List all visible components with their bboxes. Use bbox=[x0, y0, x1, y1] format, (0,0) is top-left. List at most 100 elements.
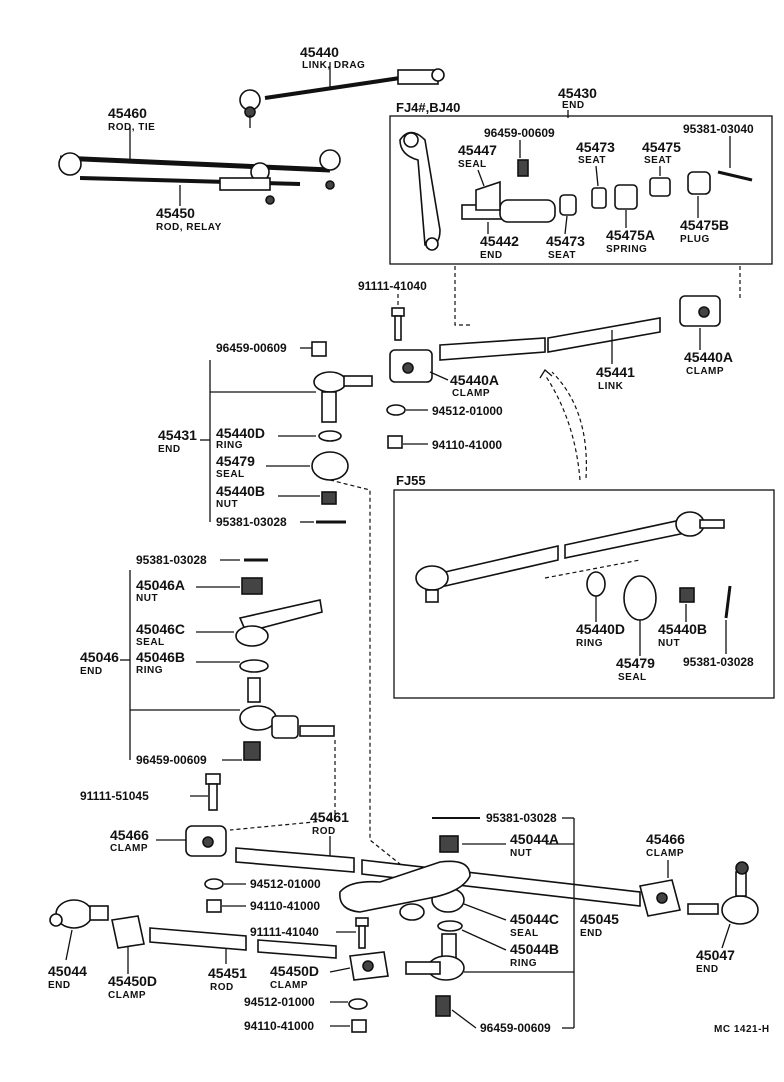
mid-p91111: 91111-41040 bbox=[358, 279, 427, 293]
g45431-p96459: 96459-00609 bbox=[216, 341, 287, 355]
p45047-num: 45047 bbox=[696, 947, 735, 963]
fj55-box bbox=[393, 489, 775, 699]
p45450D-r-num: 45450D bbox=[270, 963, 319, 979]
g45431-p45440D-name: RING bbox=[216, 440, 243, 451]
bottom-nut-seal bbox=[405, 835, 465, 1017]
p45466-r-num: 45466 bbox=[646, 831, 685, 847]
p45440-name: LINK, DRAG bbox=[302, 60, 365, 71]
bottom-bolt-mid bbox=[355, 917, 369, 949]
bot-p96459: 96459-00609 bbox=[480, 1021, 551, 1035]
tie-rod-relay-assembly bbox=[58, 127, 341, 206]
g45046-p45046A-name: NUT bbox=[136, 593, 158, 604]
p45440-num: 45440 bbox=[300, 44, 339, 60]
fj40-p96459: 96459-00609 bbox=[484, 126, 555, 140]
p45466-l-num: 45466 bbox=[110, 827, 149, 843]
p45045-num: 45045 bbox=[580, 911, 619, 927]
fj55-p45440B-num: 45440B bbox=[658, 621, 707, 637]
p45442-name: END bbox=[480, 250, 503, 261]
g45431-p45440B-name: NUT bbox=[216, 499, 238, 510]
end-45047 bbox=[687, 861, 759, 925]
end-45431-parts bbox=[311, 341, 373, 524]
g45431-p45479-name: SEAL bbox=[216, 469, 245, 480]
g45431-p45440D-num: 45440D bbox=[216, 425, 265, 441]
fj55-p45440D-num: 45440D bbox=[576, 621, 625, 637]
p45475A-name: SPRING bbox=[606, 244, 647, 255]
bot-p91111-51045: 91111-51045 bbox=[80, 789, 149, 803]
p45475-name: SEAT bbox=[644, 155, 672, 166]
g45431-p95381: 95381-03028 bbox=[216, 515, 287, 529]
p45045-name: END bbox=[580, 928, 603, 939]
fj55-p45479-num: 45479 bbox=[616, 655, 655, 671]
end-45044-assembly bbox=[49, 899, 389, 981]
p45440A-r-name: CLAMP bbox=[686, 366, 724, 377]
p45451-num: 45451 bbox=[208, 965, 247, 981]
p45461-name: ROD bbox=[312, 826, 336, 837]
p45440A-l-name: CLAMP bbox=[452, 388, 490, 399]
g45046-p45046B-name: RING bbox=[136, 665, 163, 676]
p45447-name: SEAL bbox=[458, 159, 487, 170]
p45044A-name: NUT bbox=[510, 848, 532, 859]
bottom-washer-nut-a bbox=[204, 878, 224, 913]
p45473a-name: SEAT bbox=[578, 155, 606, 166]
footer-code: MC 1421-H bbox=[714, 1024, 770, 1035]
p45044-num: 45044 bbox=[48, 963, 87, 979]
p45450D-l-num: 45450D bbox=[108, 973, 157, 989]
drag-link-assembly bbox=[239, 62, 445, 128]
p45473a-num: 45473 bbox=[576, 139, 615, 155]
g45431-p45479-num: 45479 bbox=[216, 453, 255, 469]
drag-link-rod bbox=[389, 295, 721, 383]
p45440A-r-num: 45440A bbox=[684, 349, 733, 365]
mid-p94110: 94110-41000 bbox=[432, 438, 502, 452]
g45046-num: 45046 bbox=[80, 649, 119, 665]
bottom-washer-nut-b bbox=[348, 998, 368, 1033]
fj40-end-components bbox=[461, 159, 753, 223]
middle-bolt bbox=[391, 307, 405, 341]
fj55-parts bbox=[415, 511, 732, 621]
bellcrank-plate bbox=[339, 860, 471, 921]
bot-p94512-b: 94512-01000 bbox=[244, 995, 315, 1009]
p45450D-l-name: CLAMP bbox=[108, 990, 146, 1001]
fj40-box-title: FJ4#,BJ40 bbox=[396, 100, 460, 115]
g45431-name: END bbox=[158, 444, 181, 455]
bottom-bolt-left bbox=[205, 773, 221, 811]
p45430-name: END bbox=[562, 100, 585, 111]
g45046-p96459: 96459-00609 bbox=[136, 753, 207, 767]
fj40-box bbox=[389, 115, 773, 265]
p45044A-num: 45044A bbox=[510, 831, 559, 847]
bottom-clamp-right bbox=[639, 879, 681, 917]
bot-p94110-a: 94110-41000 bbox=[250, 899, 320, 913]
g45046-p45046C-name: SEAL bbox=[136, 637, 165, 648]
fj55-p45479-name: SEAL bbox=[618, 672, 647, 683]
bot-p91111-41040: 91111-41040 bbox=[250, 925, 319, 939]
bot-p94512-a: 94512-01000 bbox=[250, 877, 321, 891]
p45461-num: 45461 bbox=[310, 809, 349, 825]
g45046-p45046B-num: 45046B bbox=[136, 649, 185, 665]
p45447-num: 45447 bbox=[458, 142, 497, 158]
bot-p95381: 95381-03028 bbox=[486, 811, 557, 825]
p45044C-num: 45044C bbox=[510, 911, 559, 927]
p45460-num: 45460 bbox=[108, 105, 147, 121]
p45473b-num: 45473 bbox=[546, 233, 585, 249]
p45044-name: END bbox=[48, 980, 71, 991]
p45475B-num: 45475B bbox=[680, 217, 729, 233]
p45466-r-name: CLAMP bbox=[646, 848, 684, 859]
p45442-num: 45442 bbox=[480, 233, 519, 249]
fj55-p45440D-name: RING bbox=[576, 638, 603, 649]
p45475-num: 45475 bbox=[642, 139, 681, 155]
g45046-p45046C-num: 45046C bbox=[136, 621, 185, 637]
bottom-clamp-left bbox=[185, 825, 227, 857]
fj55-p95381: 95381-03028 bbox=[683, 655, 754, 669]
p45044B-name: RING bbox=[510, 958, 537, 969]
p45441-name: LINK bbox=[598, 381, 624, 392]
p45460-name: ROD, TIE bbox=[108, 122, 155, 133]
p45440A-l-num: 45440A bbox=[450, 372, 499, 388]
fj40-p95381: 95381-03040 bbox=[683, 122, 754, 136]
g45431-p45440B-num: 45440B bbox=[216, 483, 265, 499]
p45430-num: 45430 bbox=[558, 85, 597, 101]
p45473b-name: SEAT bbox=[548, 250, 576, 261]
bot-p94110-b: 94110-41000 bbox=[244, 1019, 314, 1033]
mid-p94512: 94512-01000 bbox=[432, 404, 503, 418]
p45450-num: 45450 bbox=[156, 205, 195, 221]
p45044B-num: 45044B bbox=[510, 941, 559, 957]
